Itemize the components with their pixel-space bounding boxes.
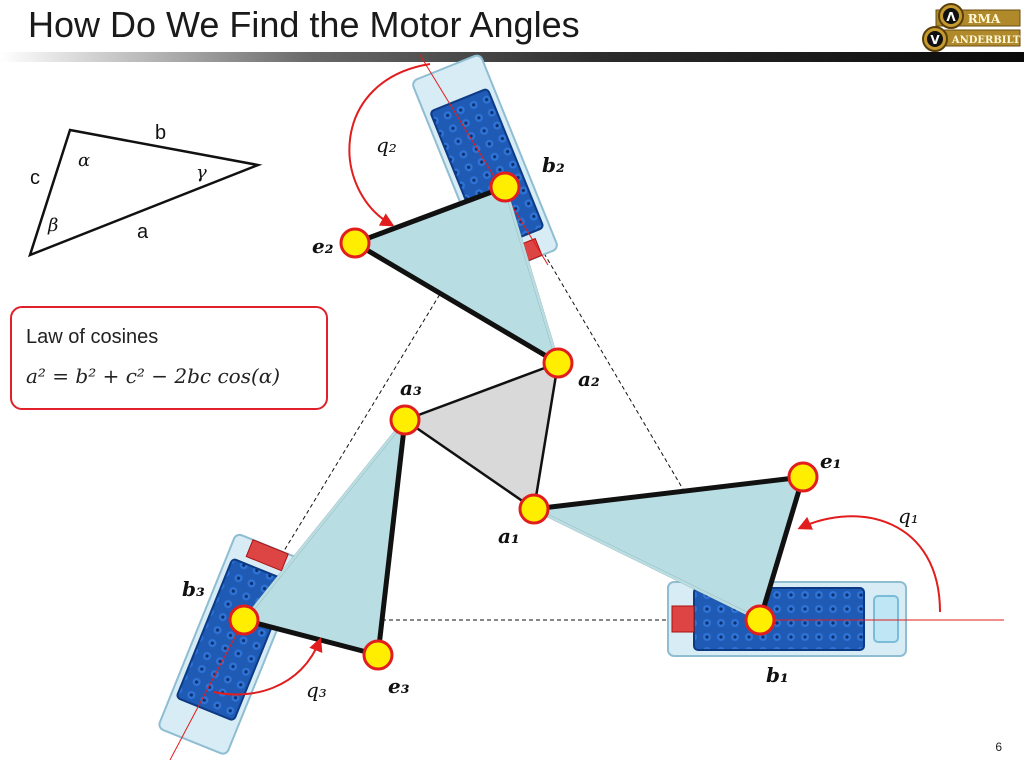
label-a1: a₁ (498, 524, 520, 548)
joints (228, 171, 819, 671)
moving-platform (403, 361, 560, 511)
joint-b2 (489, 171, 521, 203)
label-b1: b₁ (766, 663, 789, 687)
law-equation: a² = b² + c² − 2bc cos(α) (26, 364, 281, 388)
angle-gamma-label: γ (196, 162, 207, 183)
label-q3: q₃ (306, 678, 327, 702)
joint-a1 (518, 493, 550, 525)
joint-a3 (389, 404, 421, 436)
reference-lines (169, 54, 1004, 761)
side-b-label: b (155, 122, 166, 144)
page-number: 6 (995, 740, 1002, 754)
joint-a2 (542, 347, 574, 379)
angle-alpha-label: α (78, 150, 90, 171)
angle-beta-label: β (47, 215, 58, 236)
q2-arc (348, 63, 431, 227)
joint-e3 (362, 639, 394, 671)
vanderbilt-logo: RMA ANDERBILT Λ V (922, 3, 1021, 52)
label-e2: e₂ (312, 234, 334, 258)
logo-text-top: RMA (968, 12, 1001, 26)
label-e3: e₃ (388, 674, 410, 698)
label-b2: b₂ (542, 153, 565, 177)
reference-triangle: b c a α β γ (28, 122, 263, 258)
page-title: How Do We Find the Motor Angles (28, 4, 580, 45)
law-title: Law of cosines (26, 326, 159, 348)
logo-letter-v: V (930, 33, 940, 47)
side-c-label: c (30, 167, 40, 189)
label-e1: e₁ (820, 449, 841, 473)
gear-icon-bottom: V (922, 26, 948, 52)
angle-arcs (213, 63, 941, 696)
label-a2: a₂ (578, 367, 600, 391)
link-triangles (242, 185, 805, 657)
joint-b1 (744, 604, 776, 636)
side-a-label: a (137, 221, 149, 243)
logo-letter-a: Λ (946, 10, 956, 24)
label-q1: q₁ (898, 504, 919, 528)
q1-arc (797, 515, 941, 613)
law-of-cosines-box: Law of cosines a² = b² + c² − 2bc cos(α) (10, 306, 328, 410)
gear-icon-top: Λ (938, 3, 964, 29)
logo-text-bottom: ANDERBILT (951, 35, 1021, 46)
joint-e2 (339, 227, 371, 259)
title-divider (0, 52, 1024, 62)
joint-e1 (787, 461, 819, 493)
label-b3: b₃ (182, 577, 205, 601)
q3-arc (213, 637, 323, 696)
legs (241, 184, 806, 658)
joint-b3 (228, 604, 260, 636)
label-a3: a₃ (400, 376, 422, 400)
label-q2: q₂ (376, 133, 397, 157)
